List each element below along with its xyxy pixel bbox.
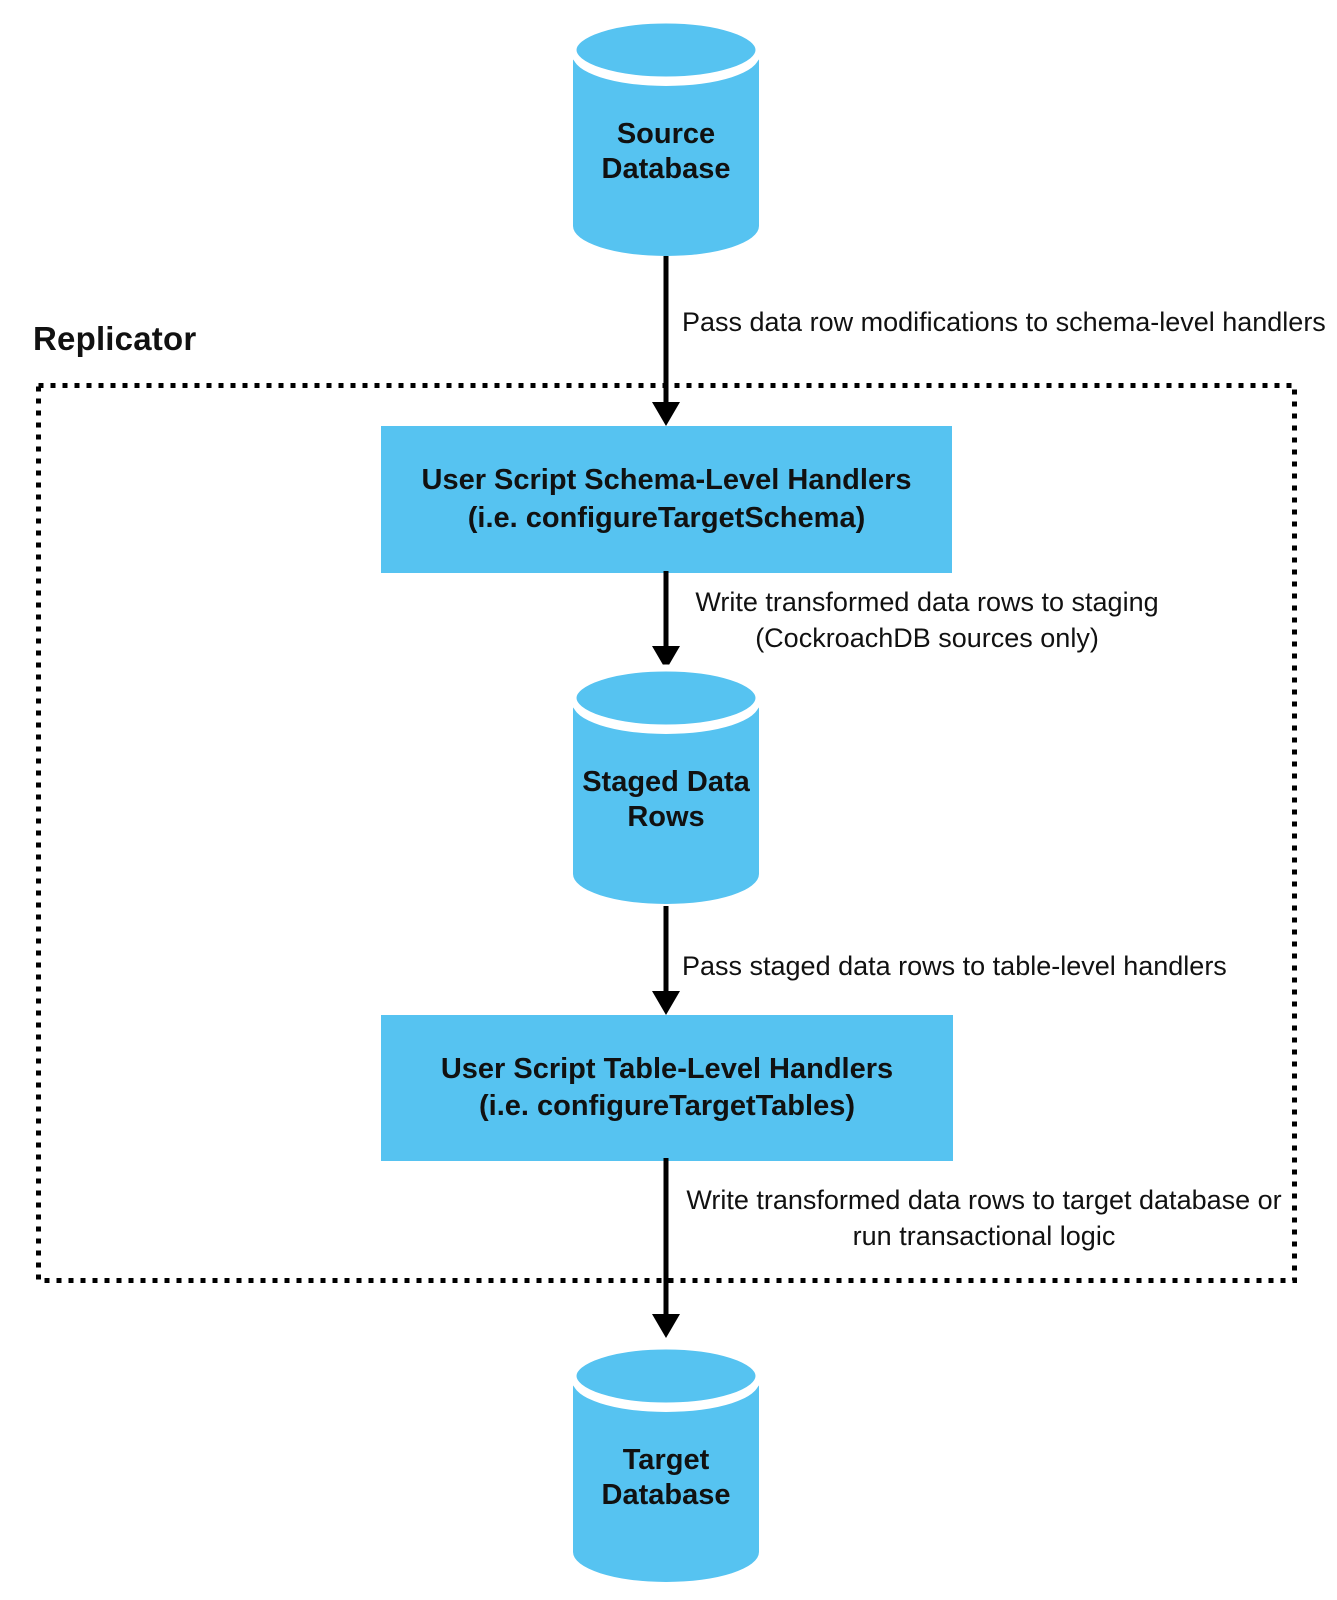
edge-label-source-to-schema: Pass data row modifications to schema-le… (682, 307, 1326, 337)
edge-label-schema-to-staged: Write transformed data rows to staging (… (695, 587, 1159, 653)
replicator-boundary (36, 383, 1297, 1288)
edge-label-table-to-target: Write transformed data rows to target da… (686, 1185, 1282, 1251)
arrow-table-to-target (649, 1158, 683, 1338)
replicator-group-title: Replicator (33, 320, 197, 357)
target-database-label: Target Database (601, 1443, 731, 1511)
staged-data-rows-label: Staged Data Rows (582, 765, 750, 833)
database-cylinder-icon (569, 16, 763, 256)
source-database-label: Source Database (601, 117, 731, 185)
arrow-source-to-schema (649, 256, 683, 426)
database-cylinder-icon (569, 1342, 763, 1582)
source-database-node: Source Database (569, 14, 763, 260)
database-cylinder-icon (569, 664, 763, 904)
schema-level-handlers-node: User Script Schema-Level Handlers (i.e. … (381, 426, 952, 573)
edge-label-staged-to-table: Pass staged data rows to table-level han… (682, 951, 1227, 981)
arrow-schema-to-staged (649, 571, 683, 670)
arrow-staged-to-table (649, 906, 683, 1015)
staged-data-rows-node: Staged Data Rows (569, 662, 763, 908)
target-database-node: Target Database (569, 1340, 763, 1586)
table-level-handlers-node: User Script Table-Level Handlers (i.e. c… (381, 1015, 953, 1161)
